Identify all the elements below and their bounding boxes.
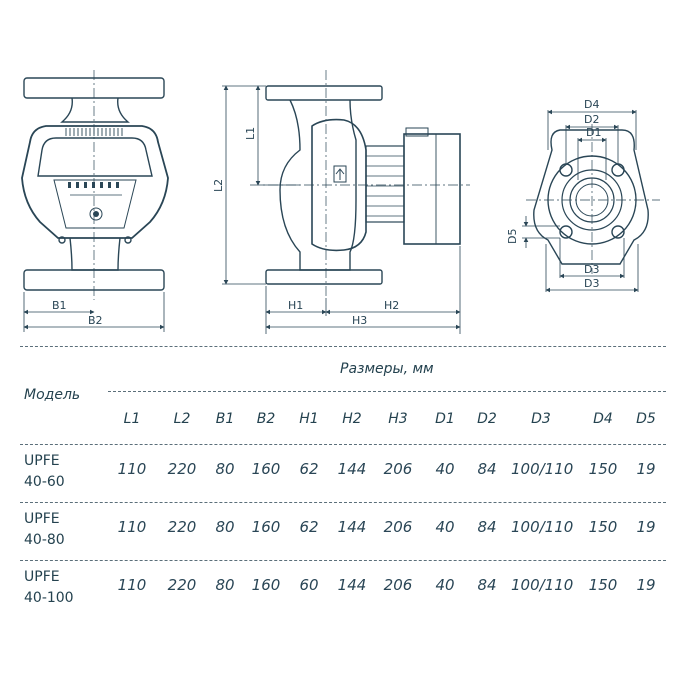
- cell-b2: 160: [251, 576, 281, 594]
- dim-d3-outer-label: D3: [584, 277, 599, 290]
- column-header-d1: D1: [435, 411, 455, 427]
- cell-d1: 40: [435, 518, 455, 536]
- dim-l1-label: L1: [244, 127, 257, 140]
- cell-d2: 84: [477, 576, 497, 594]
- dim-l2-label: L2: [212, 179, 225, 192]
- cell-h2: 144: [337, 460, 367, 478]
- dim-d3-inner-label: D3: [584, 263, 599, 276]
- cell-b1: 80: [215, 460, 235, 478]
- cell-d3: 100/110: [511, 576, 574, 594]
- dim-d2-label: D2: [584, 113, 599, 126]
- pump-drawing: B1 B2: [21, 70, 660, 334]
- dim-h2-label: H2: [384, 299, 399, 312]
- table-title: Размеры, мм: [340, 361, 434, 377]
- front-view: [21, 70, 169, 300]
- cell-d3: 100/110: [511, 460, 574, 478]
- model-name: UPFE: [24, 453, 60, 469]
- column-header-b1: B1: [215, 411, 235, 427]
- cell-d3: 100/110: [511, 518, 574, 536]
- dim-d5-label: D5: [506, 229, 519, 244]
- model-name: UPFE: [24, 511, 60, 527]
- cell-h3: 206: [383, 460, 413, 478]
- cell-d2: 84: [477, 460, 497, 478]
- cell-h3: 206: [383, 576, 413, 594]
- cell-d1: 40: [435, 576, 455, 594]
- column-header-d4: D4: [593, 411, 613, 427]
- column-header-b2: B2: [256, 411, 276, 427]
- dim-b1-label: B1: [52, 299, 67, 312]
- cell-l2: 220: [167, 576, 197, 594]
- cell-b1: 80: [215, 518, 235, 536]
- dim-h3-label: H3: [352, 314, 367, 327]
- header-bottom-rule: [20, 444, 666, 445]
- cell-h2: 144: [337, 518, 367, 536]
- cell-l2: 220: [167, 460, 197, 478]
- cell-d5: 19: [636, 576, 656, 594]
- cell-d1: 40: [435, 460, 455, 478]
- cell-h2: 144: [337, 576, 367, 594]
- cell-d4: 150: [588, 460, 618, 478]
- cell-d4: 150: [588, 576, 618, 594]
- cell-b2: 160: [251, 460, 281, 478]
- column-header-d3: D3: [531, 411, 551, 427]
- model-variant: 40-80: [24, 532, 65, 548]
- row-separator: [20, 502, 666, 503]
- column-header-h3: H3: [388, 411, 408, 427]
- cell-l2: 220: [167, 518, 197, 536]
- dim-b2-label: B2: [88, 314, 103, 327]
- cell-d5: 19: [636, 460, 656, 478]
- cell-d2: 84: [477, 518, 497, 536]
- row-separator: [20, 560, 666, 561]
- column-header-d2: D2: [477, 411, 497, 427]
- cell-l1: 110: [117, 518, 147, 536]
- cell-b2: 160: [251, 518, 281, 536]
- cell-b1: 80: [215, 576, 235, 594]
- cell-d5: 19: [636, 518, 656, 536]
- column-header-l1: L1: [123, 411, 141, 427]
- column-header-d5: D5: [636, 411, 656, 427]
- cell-d4: 150: [588, 518, 618, 536]
- cell-l1: 110: [117, 460, 147, 478]
- header-rule: [108, 391, 666, 392]
- cell-h1: 62: [299, 518, 319, 536]
- column-header-l2: L2: [173, 411, 191, 427]
- side-view: [250, 70, 470, 298]
- cell-l1: 110: [117, 576, 147, 594]
- column-header-h1: H1: [299, 411, 319, 427]
- cell-h1: 62: [299, 460, 319, 478]
- flange-view: [526, 124, 660, 274]
- dim-d4-label: D4: [584, 98, 599, 111]
- dim-d1-label: D1: [586, 126, 601, 139]
- cell-h1: 60: [299, 576, 319, 594]
- cell-h3: 206: [383, 518, 413, 536]
- model-name: UPFE: [24, 569, 60, 585]
- column-header-h2: H2: [342, 411, 362, 427]
- model-variant: 40-60: [24, 474, 65, 490]
- model-variant: 40-100: [24, 590, 74, 606]
- table-top-rule: [20, 346, 666, 347]
- dim-h1-label: H1: [288, 299, 303, 312]
- model-header: Модель: [24, 387, 81, 403]
